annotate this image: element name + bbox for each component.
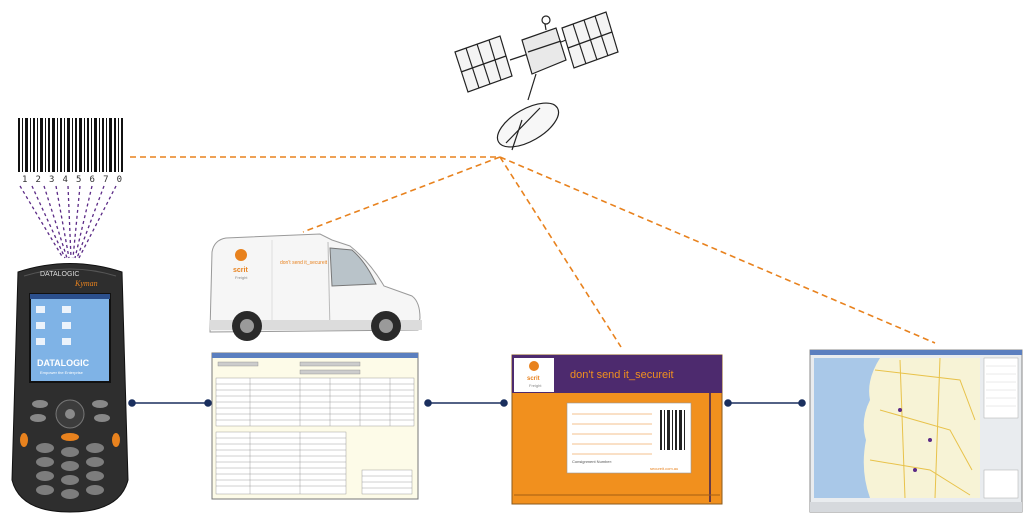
link-satellite-van: [302, 156, 501, 233]
screen-brand: DATALOGIC: [37, 358, 90, 368]
barcode-icon: [18, 118, 123, 172]
tracking-map: [809, 349, 1023, 513]
satellite-icon: [454, 11, 619, 151]
parcel-logo-icon: [529, 361, 539, 371]
manifest-document: [211, 352, 419, 500]
scan-beam: [19, 185, 117, 259]
van-side-text: don't send it_secureit: [280, 260, 328, 266]
van-logo-icon: [235, 249, 247, 261]
secure-parcel: scrit Freight don't send it_secureit Con…: [511, 354, 723, 505]
shipping-label: [566, 402, 692, 474]
van-logo-text: scrit: [233, 267, 248, 274]
van-logo-sub: Freight: [235, 275, 248, 280]
screen-tagline: Empower the Enterprise: [40, 370, 84, 375]
parcel-banner: don't send it_secureit: [570, 369, 674, 381]
label-footer: Consignment Number:: [572, 459, 612, 464]
satellite-links: [130, 156, 936, 348]
handheld-scanner: DATALOGIC Kyman DATALOGIC Empower the En…: [11, 263, 129, 513]
scanner-keypad: [20, 399, 120, 499]
parcel-logo-sub: Freight: [529, 383, 542, 388]
barcode-digits: 1 2 3 4 5 6 7 0: [22, 175, 122, 185]
label-barcode-icon: [660, 410, 685, 450]
link-satellite-map: [499, 156, 936, 344]
scanner-model: Kyman: [74, 279, 98, 288]
scanner-brand: DATALOGIC: [40, 271, 79, 278]
delivery-van: scrit Freight don't send it_secureit: [209, 233, 422, 341]
parcel-logo-text: scrit: [527, 376, 540, 382]
link-satellite-parcel: [499, 156, 622, 348]
label-site: secureit.com.au: [650, 466, 678, 471]
screen-app-icons: [36, 306, 71, 345]
process-connectors: [128, 399, 806, 407]
